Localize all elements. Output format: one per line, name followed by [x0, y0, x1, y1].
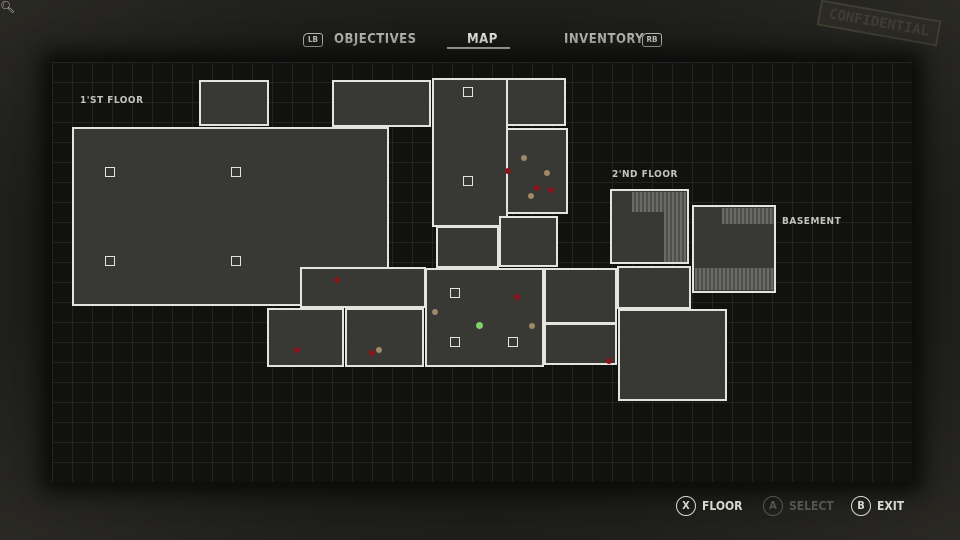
- room[interactable]: [544, 323, 617, 365]
- search-icon: 🔍︎: [0, 0, 16, 14]
- select-hint: A SELECT: [763, 496, 834, 516]
- floor-hint[interactable]: X FLOOR: [676, 496, 743, 516]
- enemy-marker: [369, 350, 375, 356]
- item-marker: [376, 347, 382, 353]
- room[interactable]: [436, 226, 499, 268]
- window-marker: [450, 337, 460, 347]
- room[interactable]: [345, 308, 424, 367]
- enemy-marker: [505, 168, 511, 174]
- enemy-marker: [294, 347, 300, 353]
- lb-button-icon[interactable]: LB: [303, 33, 323, 47]
- exit-hint-label: EXIT: [877, 499, 905, 513]
- window-marker: [508, 337, 518, 347]
- select-hint-label: SELECT: [789, 499, 834, 513]
- exit-hint[interactable]: B EXIT: [851, 496, 904, 516]
- rb-button-icon[interactable]: RB: [642, 33, 662, 47]
- item-marker: [521, 155, 527, 161]
- window-marker: [463, 176, 473, 186]
- window-marker: [463, 87, 473, 97]
- window-marker: [231, 167, 241, 177]
- floor-hint-label: FLOOR: [702, 499, 743, 513]
- menu-tabs: LB OBJECTIVES MAP INVENTORY RB: [0, 24, 960, 56]
- room[interactable]: [199, 80, 269, 126]
- stairs-icon: [722, 208, 774, 224]
- item-marker: [529, 323, 535, 329]
- window-marker: [450, 288, 460, 298]
- tab-inventory[interactable]: INVENTORY: [564, 32, 645, 47]
- enemy-marker: [606, 358, 612, 364]
- enemy-marker: [534, 185, 540, 191]
- active-tab-underline: [447, 47, 510, 49]
- enemy-marker: [334, 277, 340, 283]
- stairs-icon: [632, 192, 686, 212]
- room[interactable]: [300, 267, 426, 308]
- b-button-icon: B: [851, 496, 871, 516]
- a-button-icon: A: [763, 496, 783, 516]
- tab-objectives[interactable]: OBJECTIVES: [334, 32, 417, 47]
- room[interactable]: [332, 80, 431, 127]
- second-floor-label[interactable]: 2'ND FLOOR: [612, 169, 678, 180]
- room[interactable]: [617, 266, 691, 309]
- basement-label[interactable]: BASEMENT: [782, 216, 842, 227]
- room[interactable]: [506, 128, 568, 214]
- room[interactable]: [499, 216, 558, 267]
- x-button-icon: X: [676, 496, 696, 516]
- room[interactable]: [432, 78, 508, 227]
- enemy-marker: [514, 294, 520, 300]
- room[interactable]: [267, 308, 344, 367]
- room[interactable]: [618, 309, 727, 401]
- window-marker: [105, 167, 115, 177]
- first-floor-label: 1'ST FLOOR: [80, 95, 144, 106]
- room[interactable]: [544, 268, 617, 324]
- tab-map[interactable]: MAP: [467, 32, 498, 47]
- player-marker: [476, 322, 483, 329]
- enemy-marker: [548, 187, 554, 193]
- room[interactable]: [425, 268, 544, 367]
- window-marker: [231, 256, 241, 266]
- room[interactable]: [506, 78, 566, 126]
- item-marker: [432, 309, 438, 315]
- stairs-icon: [695, 268, 774, 290]
- item-marker: [528, 193, 534, 199]
- item-marker: [544, 170, 550, 176]
- window-marker: [105, 256, 115, 266]
- stairs-icon: [664, 212, 686, 262]
